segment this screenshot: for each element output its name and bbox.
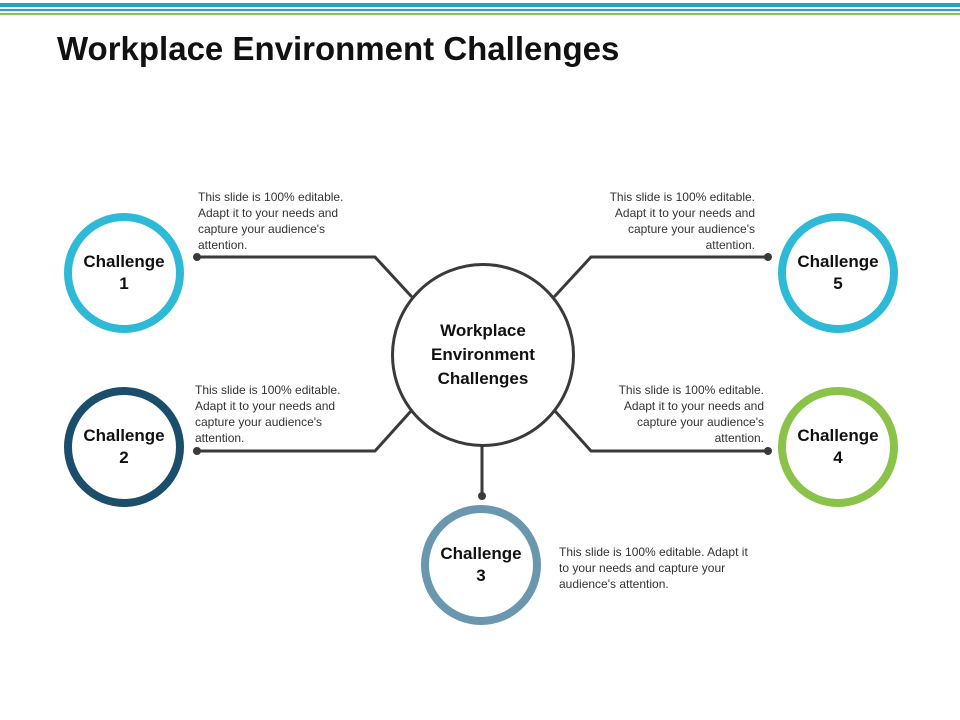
challenge-4-ring: Challenge 4	[778, 387, 898, 507]
challenge-3-ring: Challenge 3	[421, 505, 541, 625]
challenge-3-description: This slide is 100% editable. Adapt it to…	[559, 545, 748, 591]
top-bar-green	[0, 13, 960, 15]
challenge-5-label: Challenge 5	[797, 252, 879, 293]
challenge-4-description: This slide is 100% editable. Adapt it to…	[618, 383, 764, 445]
top-bar-teal-thin	[0, 9, 960, 11]
center-hub-label: Workplace Environment Challenges	[431, 321, 535, 388]
center-hub: Workplace Environment Challenges	[391, 263, 575, 447]
connector-dot-challenge-4	[764, 447, 772, 455]
challenge-2-ring: Challenge 2	[64, 387, 184, 507]
top-bar-teal	[0, 3, 960, 7]
challenge-5-description: This slide is 100% editable. Adapt it to…	[609, 190, 755, 252]
connector-dot-challenge-3	[478, 492, 486, 500]
connector-challenge-4	[553, 409, 770, 453]
challenge-2-label: Challenge 2	[83, 426, 165, 467]
challenge-1-description: This slide is 100% editable. Adapt it to…	[198, 190, 344, 252]
connector-challenge-2	[195, 409, 413, 453]
connector-dot-challenge-1	[193, 253, 201, 261]
connector-challenge-5	[553, 255, 770, 298]
challenge-2-description: This slide is 100% editable. Adapt it to…	[195, 383, 341, 445]
connector-challenge-1	[195, 255, 413, 298]
connector-dot-challenge-2	[193, 447, 201, 455]
challenge-1-label: Challenge 1	[83, 252, 165, 293]
page-title: Workplace Environment Challenges	[57, 30, 620, 67]
challenge-1-ring: Challenge 1	[64, 213, 184, 333]
challenge-4-label: Challenge 4	[797, 426, 879, 467]
connector-dot-challenge-5	[764, 253, 772, 261]
challenge-3-label: Challenge 3	[440, 544, 522, 585]
challenge-5-ring: Challenge 5	[778, 213, 898, 333]
